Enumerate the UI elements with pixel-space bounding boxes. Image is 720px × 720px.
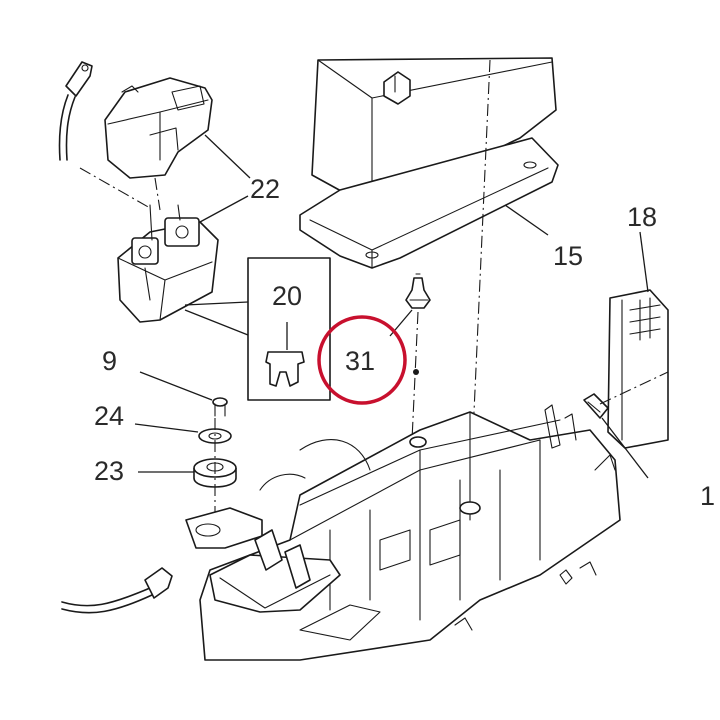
fuse-inset — [184, 257, 331, 401]
highlight-circle-31 — [317, 315, 407, 405]
relay-cover-centerline-2 — [154, 177, 161, 211]
leader-22b — [199, 195, 249, 223]
callout-17: 17 — [700, 481, 720, 511]
clip-17 — [583, 371, 669, 479]
wire-harness-bottom — [61, 567, 173, 614]
grommet-23 — [138, 458, 237, 488]
callout-23: 23 — [94, 456, 124, 486]
edge-mask — [716, 470, 720, 520]
bolt-9 — [139, 371, 228, 417]
callout-24: 24 — [94, 401, 124, 431]
main-housing — [185, 404, 621, 661]
callout-31: 31 — [345, 346, 375, 376]
callout-15: 15 — [553, 241, 583, 271]
callout-22: 22 — [250, 174, 280, 204]
starter-relay — [117, 204, 219, 323]
wire-terminal-top — [58, 61, 93, 161]
battery — [311, 57, 557, 209]
relay-cover — [104, 77, 213, 179]
callout-9: 9 — [102, 346, 117, 376]
battery-tray — [299, 137, 559, 269]
battery-centerline — [469, 59, 491, 501]
callout-18: 18 — [627, 202, 657, 232]
pin-31 — [389, 273, 431, 441]
control-unit — [607, 231, 669, 449]
washer-24 — [134, 423, 232, 444]
leader-22 — [204, 134, 251, 179]
relay-cover-centerline — [79, 167, 151, 209]
callout-20: 20 — [272, 281, 302, 311]
